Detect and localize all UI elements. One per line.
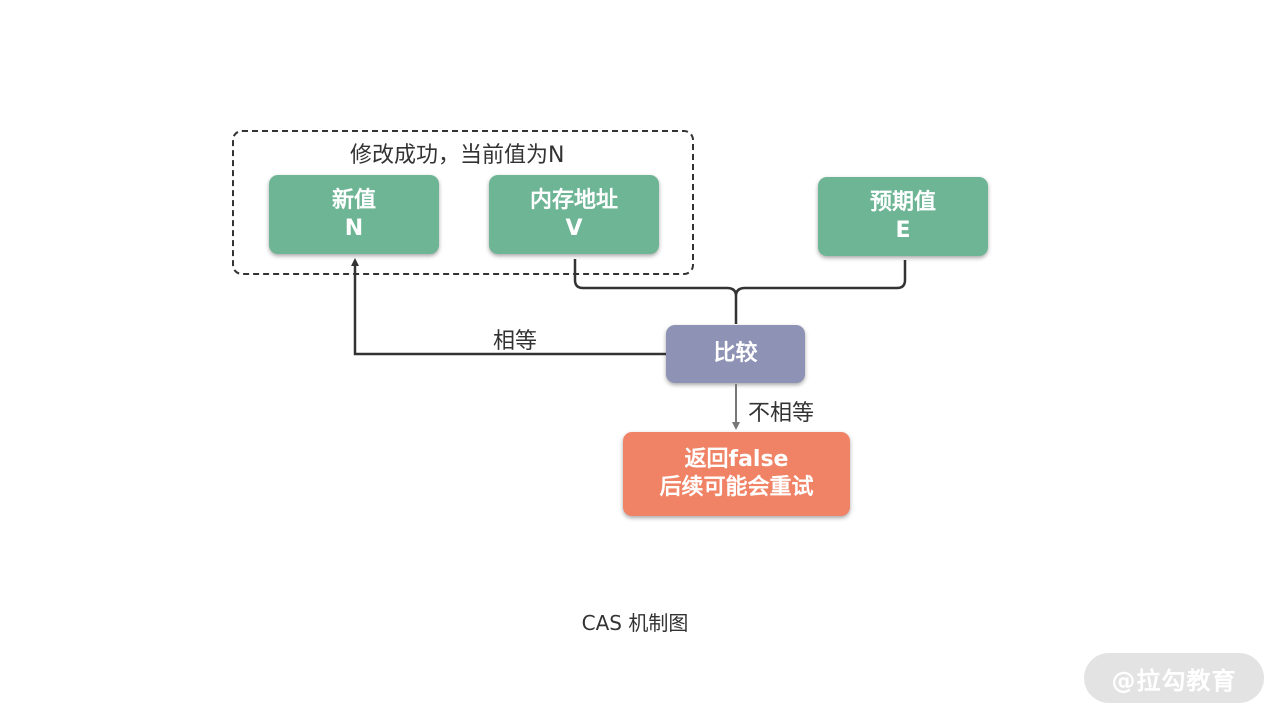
return-false-node: 返回false 后续可能会重试: [623, 432, 850, 516]
compare-node: 比较: [666, 325, 805, 383]
success-group-label: 修改成功，当前值为N: [350, 143, 565, 168]
equal-edge-label: 相等: [493, 329, 538, 354]
expected-value-symbol: E: [895, 217, 911, 243]
not-equal-edge-label: 不相等: [748, 401, 815, 426]
memory-address-symbol: V: [565, 215, 583, 241]
new-value-symbol: N: [344, 215, 364, 241]
diagram-caption: CAS 机制图: [581, 611, 689, 635]
expected-value-node: 预期值 E: [818, 177, 988, 256]
expected-value-title: 预期值: [869, 189, 936, 215]
compare-label: 比较: [713, 341, 758, 366]
equal-arrow: [351, 258, 666, 356]
success-group-frame: [232, 130, 694, 275]
brace-connector: [573, 259, 907, 324]
new-value-title: 新值: [331, 187, 376, 213]
memory-address-title: 内存地址: [529, 187, 618, 213]
new-value-node: 新值 N: [269, 175, 439, 254]
return-false-subtitle: 后续可能会重试: [659, 475, 814, 500]
memory-address-node: 内存地址 V: [489, 175, 659, 254]
return-false-title: 返回false: [684, 447, 789, 472]
watermark-badge: @拉勾教育: [1084, 653, 1264, 703]
